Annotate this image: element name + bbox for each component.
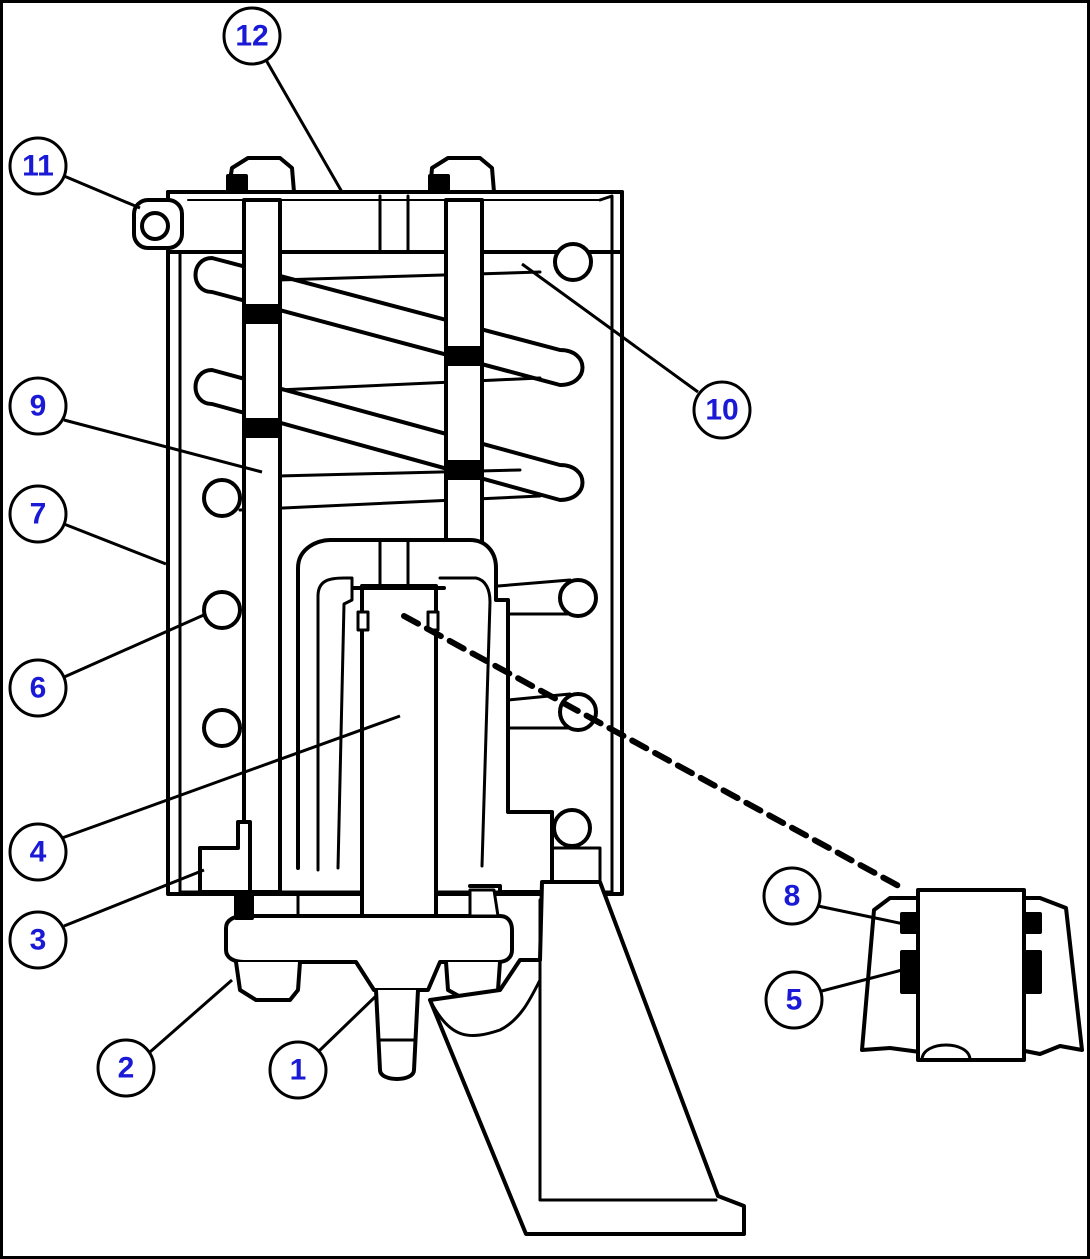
callout-5-label: 5 bbox=[786, 984, 803, 1017]
callout-3-label: 3 bbox=[30, 924, 47, 957]
assembly-drawing bbox=[132, 156, 1084, 1236]
plunger bbox=[352, 584, 446, 964]
callout-11: 11 bbox=[8, 136, 68, 196]
callout-1: 1 bbox=[268, 1040, 328, 1100]
bottom-bracket bbox=[224, 888, 514, 1002]
lifting-eye bbox=[132, 198, 184, 250]
leader-8 bbox=[817, 904, 905, 926]
detail-inset bbox=[860, 888, 1084, 1062]
stem bbox=[374, 988, 420, 1081]
tie-rods bbox=[242, 198, 484, 894]
leader-7 bbox=[63, 522, 167, 566]
top-plate bbox=[166, 190, 624, 254]
top-nuts bbox=[226, 156, 496, 194]
coil-spring bbox=[193, 242, 598, 848]
callout-6: 6 bbox=[8, 658, 68, 718]
callout-3: 3 bbox=[8, 910, 68, 970]
leader-lines bbox=[61, 59, 905, 1054]
callout-2-label: 2 bbox=[118, 1052, 135, 1085]
callout-12: 12 bbox=[222, 6, 282, 66]
callout-2: 2 bbox=[96, 1038, 156, 1098]
leader-4 bbox=[61, 714, 401, 840]
callout-11-label: 11 bbox=[22, 150, 54, 183]
callout-10: 10 bbox=[692, 380, 752, 440]
callout-1-label: 1 bbox=[290, 1054, 307, 1087]
callout-7-label: 7 bbox=[30, 498, 47, 531]
callout-7: 7 bbox=[8, 484, 68, 544]
callouts: 1 2 3 4 5 6 7 8 bbox=[8, 6, 824, 1100]
leader-2 bbox=[149, 978, 233, 1054]
callout-4: 4 bbox=[8, 822, 68, 882]
callout-9-label: 9 bbox=[30, 390, 47, 423]
leader-5 bbox=[817, 968, 903, 994]
leader-6 bbox=[61, 612, 207, 680]
leader-12 bbox=[264, 59, 344, 193]
callout-8-label: 8 bbox=[784, 880, 801, 913]
callout-10-label: 10 bbox=[705, 394, 738, 427]
leader-1 bbox=[316, 994, 378, 1054]
leader-9 bbox=[63, 418, 263, 474]
callout-4-label: 4 bbox=[30, 836, 47, 869]
callout-9: 9 bbox=[8, 376, 68, 436]
detail-dashed-line bbox=[401, 613, 909, 893]
leader-11 bbox=[63, 174, 141, 210]
callout-6-label: 6 bbox=[30, 672, 47, 705]
callout-8: 8 bbox=[762, 866, 822, 926]
leader-3 bbox=[63, 868, 205, 928]
mount-arm bbox=[428, 880, 746, 1236]
callout-5: 5 bbox=[764, 970, 824, 1030]
callout-12-label: 12 bbox=[235, 20, 268, 53]
leader-10 bbox=[521, 262, 699, 394]
